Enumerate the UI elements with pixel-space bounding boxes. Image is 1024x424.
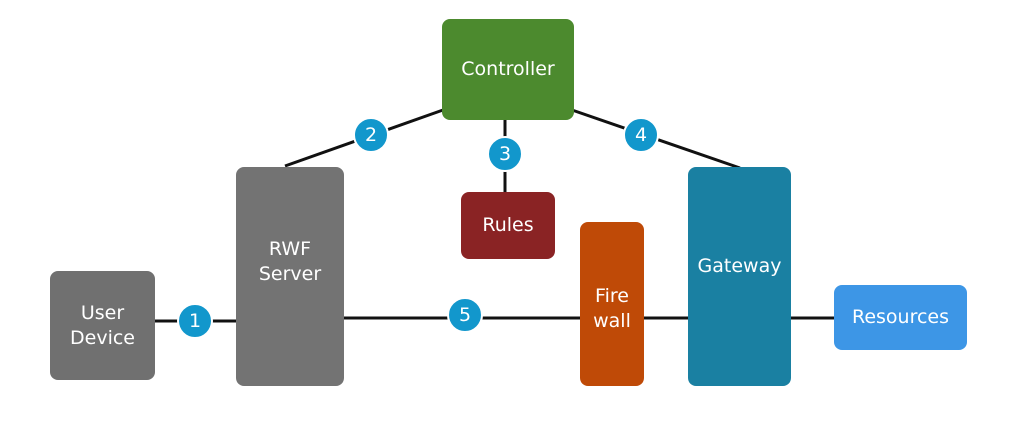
step-5-badge: 5	[447, 297, 483, 333]
controller-node: Controller	[442, 19, 574, 120]
rwf-server-node: RWF Server	[236, 167, 344, 386]
firewall-node: Fire wall	[580, 222, 644, 386]
user-device-node: User Device	[50, 271, 155, 380]
rules-node: Rules	[461, 192, 555, 259]
step-2-badge: 2	[353, 117, 389, 153]
step-3-badge: 3	[487, 136, 523, 172]
step-1-badge: 1	[177, 303, 213, 339]
resources-node: Resources	[834, 285, 967, 350]
step-4-badge: 4	[623, 117, 659, 153]
gateway-node: Gateway	[688, 167, 791, 386]
